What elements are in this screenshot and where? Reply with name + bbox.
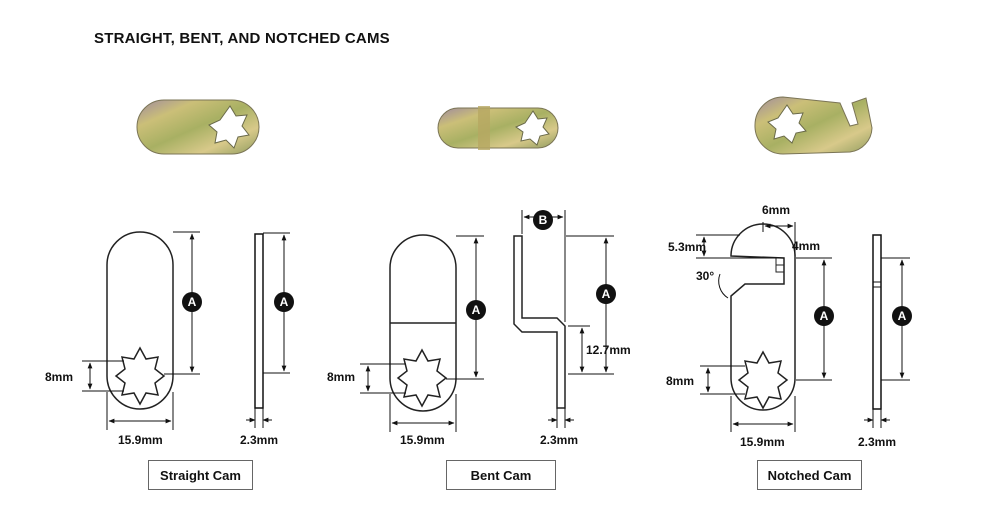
dimension-a-badge — [182, 292, 202, 312]
dimension-a-label: A — [472, 303, 481, 317]
star-hole — [737, 350, 789, 410]
bent-cam-dims — [360, 235, 484, 432]
dimension-b-label: B — [539, 213, 548, 227]
side-a-label: A — [898, 309, 907, 323]
width-label: 15.9mm — [740, 435, 785, 449]
bent-cam-side — [513, 235, 566, 409]
straight-cam-front — [106, 231, 174, 410]
side-a-label: A — [280, 295, 289, 309]
notched-cam-dims — [696, 222, 832, 432]
bent-cam-front — [389, 234, 457, 412]
side-a-badge — [274, 292, 294, 312]
bend-height-label: 12.7mm — [586, 343, 631, 357]
hole-size-label: 8mm — [45, 370, 73, 384]
dimension-a-badge — [466, 300, 486, 320]
side-a-label: A — [602, 287, 611, 301]
width-label: 15.9mm — [400, 433, 445, 447]
straight-cam-caption: Straight Cam — [148, 460, 253, 490]
star-hole — [208, 105, 250, 149]
dimension-b-badge — [533, 210, 553, 230]
notched-cam-side — [864, 234, 910, 428]
star-hole — [114, 346, 166, 406]
star-hole — [767, 104, 807, 144]
page-title: STRAIGHT, BENT, AND NOTCHED CAMS — [94, 30, 390, 47]
straight-cam-dims — [82, 231, 200, 430]
bent-cam-caption: Bent Cam — [446, 460, 556, 490]
notch-depth-label: 4mm — [792, 239, 820, 253]
bent-cam-side-dims — [521, 210, 614, 428]
thickness-label: 2.3mm — [540, 433, 578, 447]
side-a-badge — [892, 306, 912, 326]
straight-cam-side — [246, 232, 290, 428]
notched-cam-front — [730, 223, 796, 411]
star-hole — [514, 110, 550, 146]
dimension-a-label: A — [820, 309, 829, 323]
top-width-label: 6mm — [762, 203, 790, 217]
width-label: 15.9mm — [118, 433, 163, 447]
star-hole — [396, 348, 448, 408]
hole-size-label: 8mm — [327, 370, 355, 384]
thickness-label: 2.3mm — [858, 435, 896, 449]
notched-cam-caption: Notched Cam — [757, 460, 862, 490]
straight-cam-photo — [136, 99, 260, 155]
side-a-badge — [596, 284, 616, 304]
thickness-label: 2.3mm — [240, 433, 278, 447]
angle-label: 30° — [696, 269, 714, 283]
notched-cam-photo — [754, 96, 873, 155]
dimension-a-label: A — [188, 295, 197, 309]
notch-height-label: 5.3mm — [668, 240, 706, 254]
hole-size-label: 8mm — [666, 374, 694, 388]
bent-cam-photo — [437, 106, 559, 150]
dimension-a-badge — [814, 306, 834, 326]
